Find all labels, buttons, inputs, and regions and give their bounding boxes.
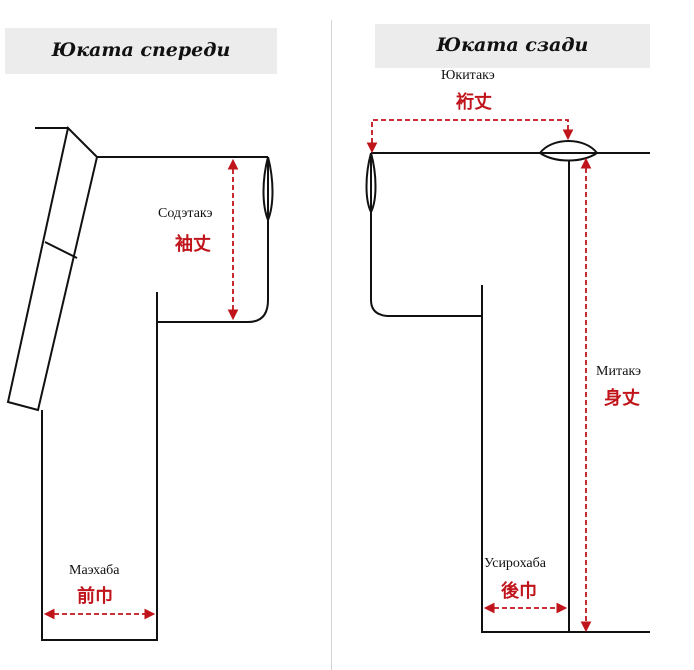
front-title: Юката спереди [5,28,277,74]
panel-divider [331,20,332,670]
front-width-label-ru: Маэхаба [69,563,120,578]
body-length-label-jp: 身丈 [604,388,640,409]
sleeve-span-label-ru: Юкитакэ [441,68,495,83]
back-width-label-ru: Усирохаба [484,556,546,571]
body-length-label-ru: Митакэ [596,364,642,379]
back-width-label-jp: 後巾 [501,581,537,602]
back-sleeve-span-measure [366,119,574,154]
front-width-label-jp: 前巾 [77,586,113,607]
sleeve-span-label-jp: 裄丈 [456,92,492,113]
sleeve-length-label-jp: 袖丈 [175,234,211,255]
sleeve-length-label-ru: Содэтакэ [158,206,213,221]
back-title: Юката сзади [375,24,650,68]
front-garment-outline [6,126,274,641]
